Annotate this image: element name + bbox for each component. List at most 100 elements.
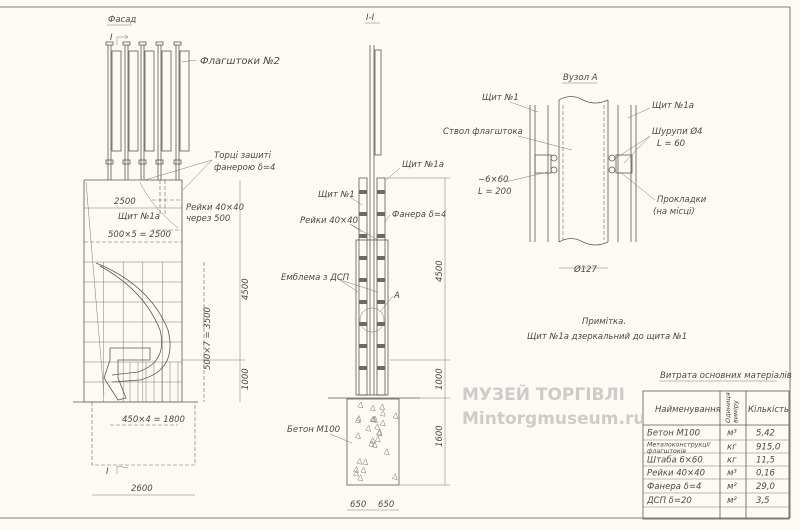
material-qty: 29,0 — [756, 482, 775, 492]
material-name: ДСП δ=20 — [646, 496, 692, 506]
node-label-panel-1a: Щит №1а — [652, 101, 694, 111]
note-title: Примітка. — [582, 317, 626, 327]
node-label-strip: −6×60 — [478, 175, 508, 185]
material-row: Металоконструкції флагштоків кг 915,0 — [643, 441, 789, 455]
flagpoles-label: Флагштоки №2 — [200, 56, 280, 67]
node-label-screws-length: L = 60 — [657, 139, 685, 149]
facade-title: Фасад — [108, 15, 136, 25]
ends-label-2: фанерою δ=4 — [214, 163, 275, 173]
node-mark-a: A — [393, 291, 400, 301]
material-name: Штаба 6×60 — [647, 456, 703, 466]
flagpole — [155, 41, 172, 180]
label-concrete: Бетон М100 — [287, 425, 340, 435]
dim-2600: 2600 — [131, 484, 153, 494]
material-unit: кг — [727, 443, 737, 453]
material-unit: м³ — [727, 429, 737, 439]
flag — [161, 50, 172, 152]
node-label-trunk: Ствол флагштока — [443, 127, 523, 137]
materials-title: Витрата основних матеріалів — [660, 371, 792, 381]
sheet-frame — [0, 6, 791, 519]
dim-500x7: 500×7 = 3500 — [203, 307, 213, 370]
material-row: Фанера δ=4 м² 29,0 — [643, 482, 789, 494]
material-row: Бетон М100 м³ 5,42 — [643, 429, 789, 441]
flagpole — [122, 41, 139, 180]
panel-grid — [83, 261, 183, 403]
dim-450x4: 450×4 = 1800 — [122, 415, 185, 425]
node-title: Вузол А — [563, 73, 598, 83]
dim-4500: 4500 — [435, 260, 445, 282]
panel-left — [529, 105, 549, 242]
flag — [128, 50, 139, 152]
flagpoles — [105, 41, 190, 180]
dim-500x5: 500×5 = 2500 — [108, 230, 171, 240]
material-name: Бетон М100 — [647, 429, 700, 439]
dim-650-left: 650 — [350, 500, 366, 510]
material-unit: м² — [727, 482, 737, 492]
header-qty: Кількість — [748, 405, 789, 415]
emblem-section — [355, 239, 389, 396]
material-qty: 11,5 — [756, 456, 775, 466]
node-label-screws: Шурупи Ø4 — [652, 126, 702, 137]
svg-text:МУЗЕЙ ТОРГІВЛІ: МУЗЕЙ ТОРГІВЛІ — [462, 383, 625, 405]
materials-table: Витрата основних матеріалів Найменування… — [642, 371, 792, 520]
watermark: МУЗЕЙ ТОРГІВЛІ Mintorgmuseum.ru — [462, 383, 645, 429]
node-label-panel-1: Щит №1 — [482, 93, 519, 103]
label-emblem: Емблема з ДСП — [281, 273, 350, 283]
panel-label: Щит №1а — [118, 212, 160, 222]
dim-650-right: 650 — [378, 500, 394, 510]
slats — [359, 190, 385, 370]
section-title: I-I — [366, 13, 375, 23]
dim-4500: 4500 — [241, 278, 251, 300]
node-label-gaskets-note: (на місці) — [653, 207, 695, 217]
material-name: Фанера δ=4 — [647, 482, 701, 492]
panel-right — [617, 105, 637, 242]
section-mark-top: I — [110, 33, 113, 43]
label-panel-1a: Щит №1а — [402, 160, 444, 170]
emblem-sickle — [95, 262, 171, 383]
flag — [144, 50, 155, 152]
slats-label: Рейки 40×40 — [186, 203, 244, 213]
material-unit: м² — [727, 496, 737, 506]
note-text: Щит №1а дзеркальний до щита №1 — [527, 332, 687, 342]
header-name: Найменування — [655, 405, 721, 415]
material-unit: кг — [727, 456, 737, 466]
section-mark-bottom: I — [106, 467, 109, 477]
flagpole — [173, 41, 190, 180]
dim-1000: 1000 — [435, 368, 445, 390]
ends-label: Торці зашиті — [214, 151, 272, 161]
slats-label-2: через 500 — [186, 214, 230, 224]
material-qty: 915,0 — [756, 443, 780, 453]
concrete-hatch — [353, 401, 399, 482]
facade-view: Фасад I Флагштоки №2 Торці зашиті фанеро… — [73, 15, 280, 496]
svg-text:Mintorgmuseum.ru: Mintorgmuseum.ru — [462, 409, 645, 429]
pipe — [558, 100, 609, 242]
header-unit: Одиниця виміру — [724, 390, 740, 423]
dim-2500: 2500 — [114, 197, 136, 207]
material-unit: м³ — [727, 469, 737, 479]
label-slats: Рейки 40×40 — [300, 216, 358, 226]
flag — [111, 50, 122, 152]
node-dim-diameter: Ø127 — [573, 264, 598, 275]
dim-1000: 1000 — [241, 368, 251, 390]
label-plywood: Фанера δ=4 — [392, 210, 446, 220]
material-row: Штаба 6×60 кг 11,5 — [643, 456, 789, 467]
node-label-strip-length: L = 200 — [478, 187, 512, 197]
node-a-detail: Вузол А Щит №1 Щит №1а Ствол флагштока Ш… — [443, 73, 707, 275]
material-qty: 0,16 — [756, 469, 776, 479]
material-qty: 5,42 — [756, 429, 775, 439]
foundation-outline — [91, 402, 196, 466]
flag — [179, 50, 190, 152]
node-a-circle — [359, 307, 385, 333]
emblem-hammer — [103, 347, 151, 401]
label-panel-1: Щит №1 — [318, 190, 355, 200]
section-view: I-I Щит №1а Щит №1 Рейки 40×40 Фанера δ=… — [281, 13, 450, 511]
flagpole — [105, 41, 122, 180]
material-name: Металоконструкції флагштоків — [647, 441, 712, 455]
flagpole — [138, 41, 155, 180]
concrete-foundation — [346, 398, 400, 486]
dim-1600: 1600 — [435, 425, 445, 447]
